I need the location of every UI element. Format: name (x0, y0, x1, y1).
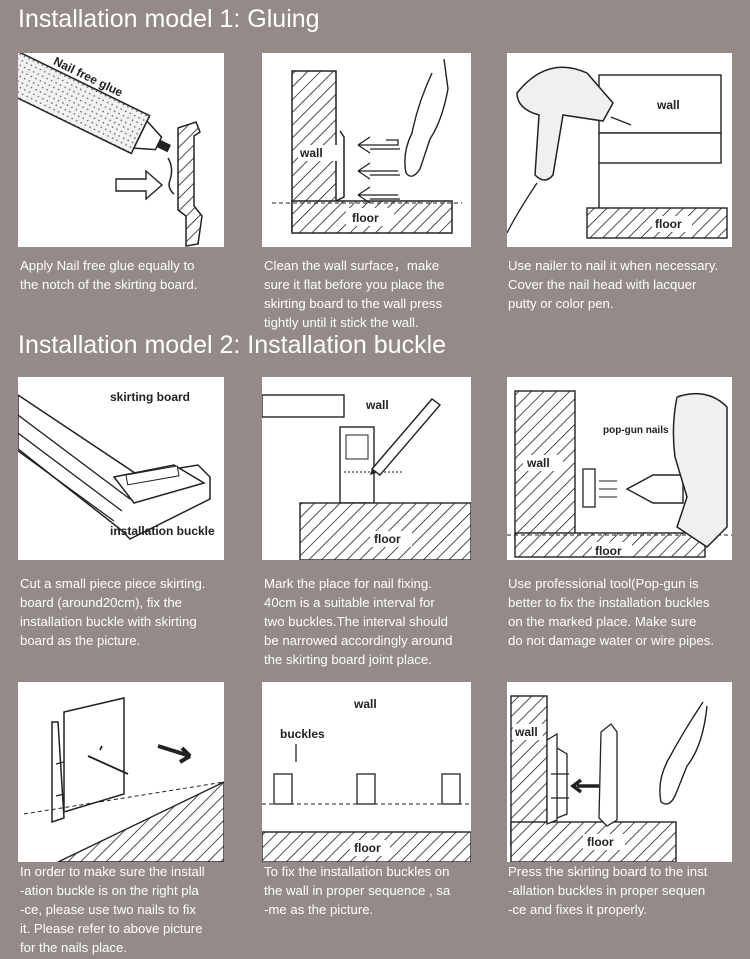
floor-label: floor (352, 211, 379, 225)
skirting-board-with-buckle-illustration: skirting board installation buckle (18, 377, 224, 560)
wall-label: wall (365, 398, 389, 412)
pop-gun-illustration: wall floor pop-gun nails (507, 377, 732, 560)
wall-label: wall (656, 98, 680, 112)
section2-title: Installation model 2: Installation buckl… (18, 331, 447, 359)
floor-label: floor (655, 217, 682, 231)
step7-caption: In order to make sure the install -ation… (20, 864, 205, 955)
buckles-label: buckles (280, 727, 325, 741)
installation-buckle-label: installation buckle (110, 524, 215, 538)
press-skirting-board-illustration: wall floor (507, 682, 732, 862)
wall-cleaning-illustration: wall floor (262, 53, 471, 247)
wall-label: wall (353, 697, 377, 711)
wall-label: wall (514, 725, 538, 739)
floor-label: floor (354, 841, 381, 855)
wall-label: wall (299, 146, 323, 160)
wall-label: wall (526, 456, 550, 470)
nailer-illustration: wall floor (507, 53, 732, 247)
buckles-sequence-illustration: wall buckles floor (262, 682, 471, 862)
skirting-board-label: skirting board (110, 390, 190, 404)
step5-caption: Mark the place for nail fixing. 40cm is … (264, 576, 453, 667)
section1-title: Installation model 1: Gluing (18, 5, 320, 33)
floor-label: floor (587, 835, 614, 849)
step3-caption: Use nailer to nail it when necessary. Co… (508, 258, 719, 311)
step9-caption: Press the skirting board to the inst -al… (508, 864, 708, 917)
pop-gun-nails-label: pop-gun nails (603, 425, 669, 436)
buckle-two-nails-illustration (18, 682, 224, 862)
floor-label: floor (595, 544, 622, 558)
mark-nail-position-illustration: wall floor (262, 377, 471, 560)
step2-caption: Clean the wall surface，make sure it flat… (264, 258, 445, 330)
step6-caption: Use professional tool(Pop-gun is better … (508, 576, 714, 648)
glue-application-illustration: Nail free glue (18, 53, 224, 247)
step4-caption: Cut a small piece piece skirting. board … (20, 576, 206, 648)
step8-caption: To fix the installation buckles on the w… (264, 864, 451, 917)
floor-label: floor (374, 532, 401, 546)
step1-caption: Apply Nail free glue equally to the notc… (20, 258, 198, 292)
